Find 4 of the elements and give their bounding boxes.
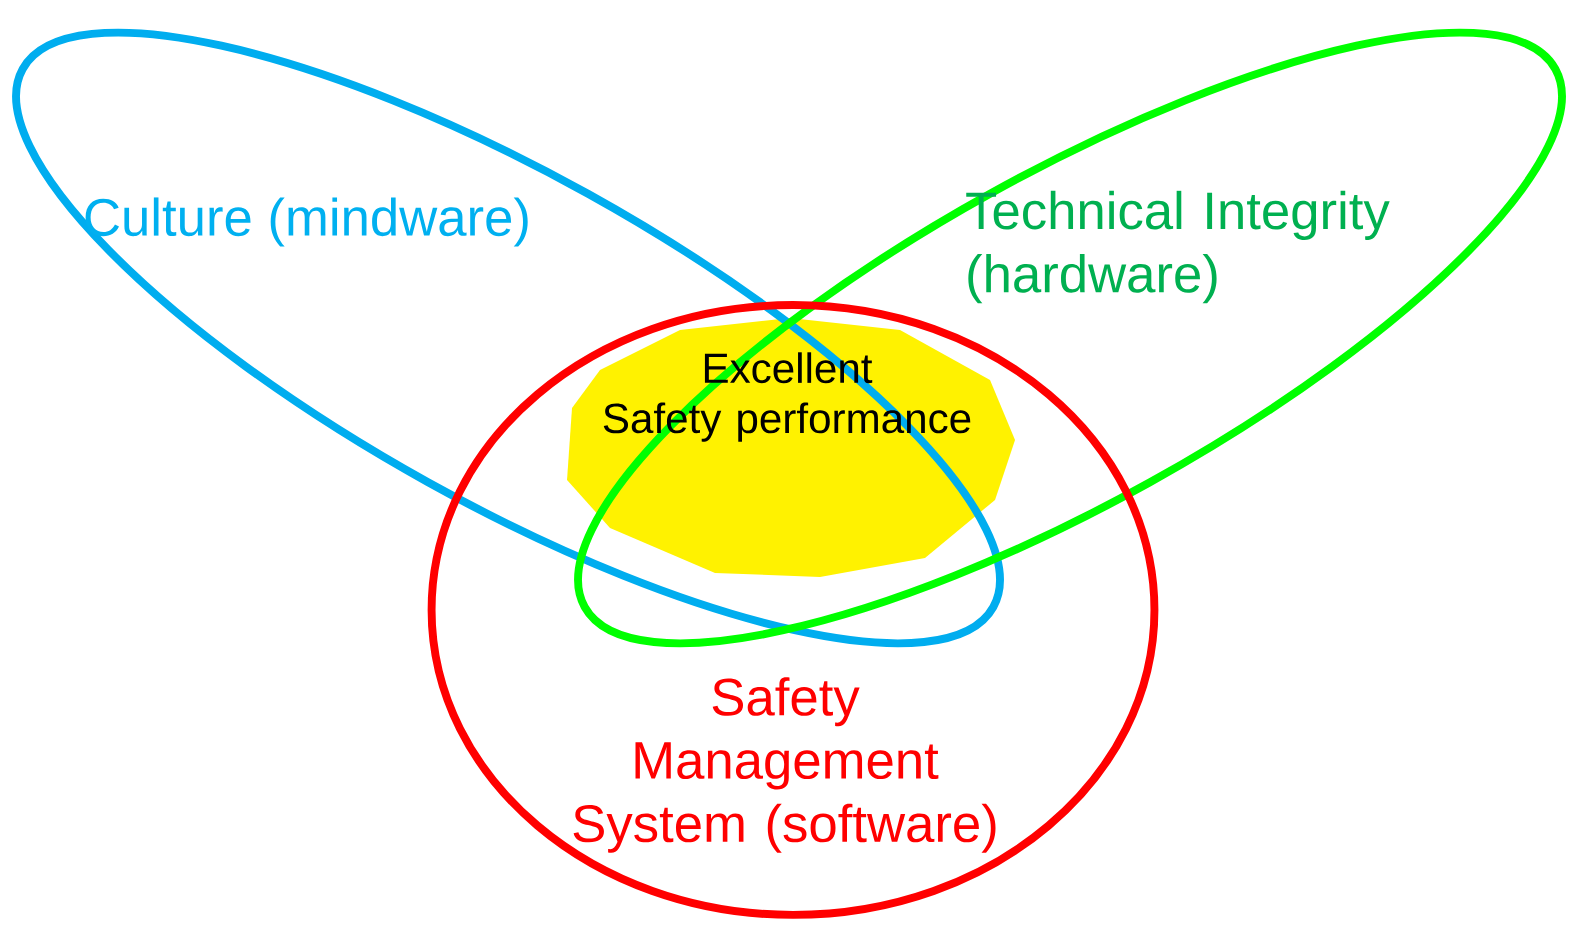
highlight-blob — [567, 318, 1015, 577]
ellipse-label: Safety Management System (software) — [573, 677, 996, 853]
ellipse-label: Technical Integrity (hardware) — [966, 190, 1390, 304]
ellipse-label: Culture (mindware) — [85, 197, 528, 247]
